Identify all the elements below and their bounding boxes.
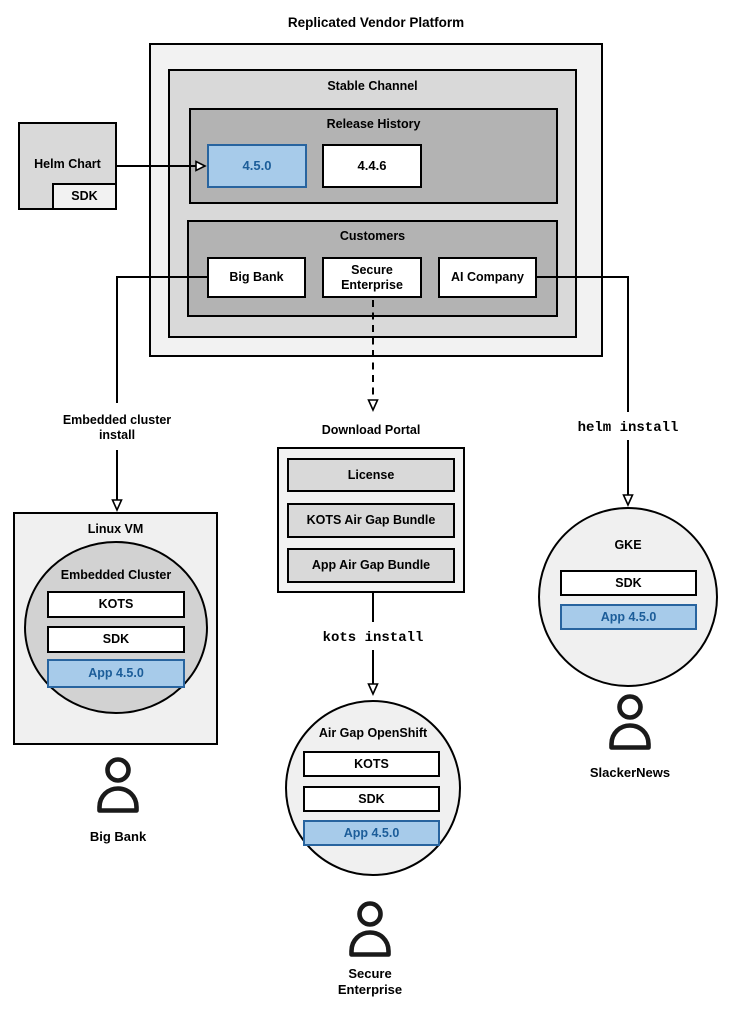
gke-sdk-box: SDK [560,570,697,596]
stable-channel-label: Stable Channel [327,79,418,93]
embedded-cluster-label: Embedded Cluster [60,568,172,582]
portal-item-kots-airgap-bundle: KOTS Air Gap Bundle [287,503,455,538]
portal-item-app-airgap-bundle: App Air Gap Bundle [287,548,455,583]
customers-label: Customers [339,229,406,243]
portal-item-license: License [287,458,455,492]
kots-install-arrow-label: kots install [322,630,424,646]
user-slackernews-label: SlackerNews [589,765,671,780]
release-box-446: 4.4.6 [322,144,422,188]
diagram-title: Replicated Vendor Platform [287,15,465,30]
gke-app-box: App 4.5.0 [560,604,697,630]
helm-chart-sdk-box: SDK [52,183,117,210]
gke-circle [538,507,718,687]
helm-chart-label: Helm Chart [34,157,101,171]
user-big-bank-label: Big Bank [89,829,147,844]
person-icon [347,901,393,959]
airgap-openshift-label: Air Gap OpenShift [318,726,428,740]
customer-secure-enterprise: Secure Enterprise [322,257,422,298]
embedded-install-arrow-label: Embedded cluster install [62,413,172,442]
linux-vm-label: Linux VM [87,522,144,536]
embedded-kots-box: KOTS [47,591,185,618]
release-history-label: Release History [326,117,421,131]
customer-big-bank: Big Bank [207,257,306,298]
embedded-sdk-box: SDK [47,626,185,653]
airgap-app-box: App 4.5.0 [303,820,440,846]
download-portal-label: Download Portal [321,423,421,437]
airgap-kots-box: KOTS [303,751,440,777]
gke-label: GKE [614,538,642,552]
embedded-app-box: App 4.5.0 [47,659,185,688]
person-icon [607,694,653,752]
customer-ai-company: AI Company [438,257,537,298]
user-secure-enterprise-label: Secure Enterprise [337,966,403,997]
helm-install-arrow-label: helm install [577,420,679,436]
release-box-450: 4.5.0 [207,144,307,188]
airgap-sdk-box: SDK [303,786,440,812]
person-icon [95,757,141,815]
